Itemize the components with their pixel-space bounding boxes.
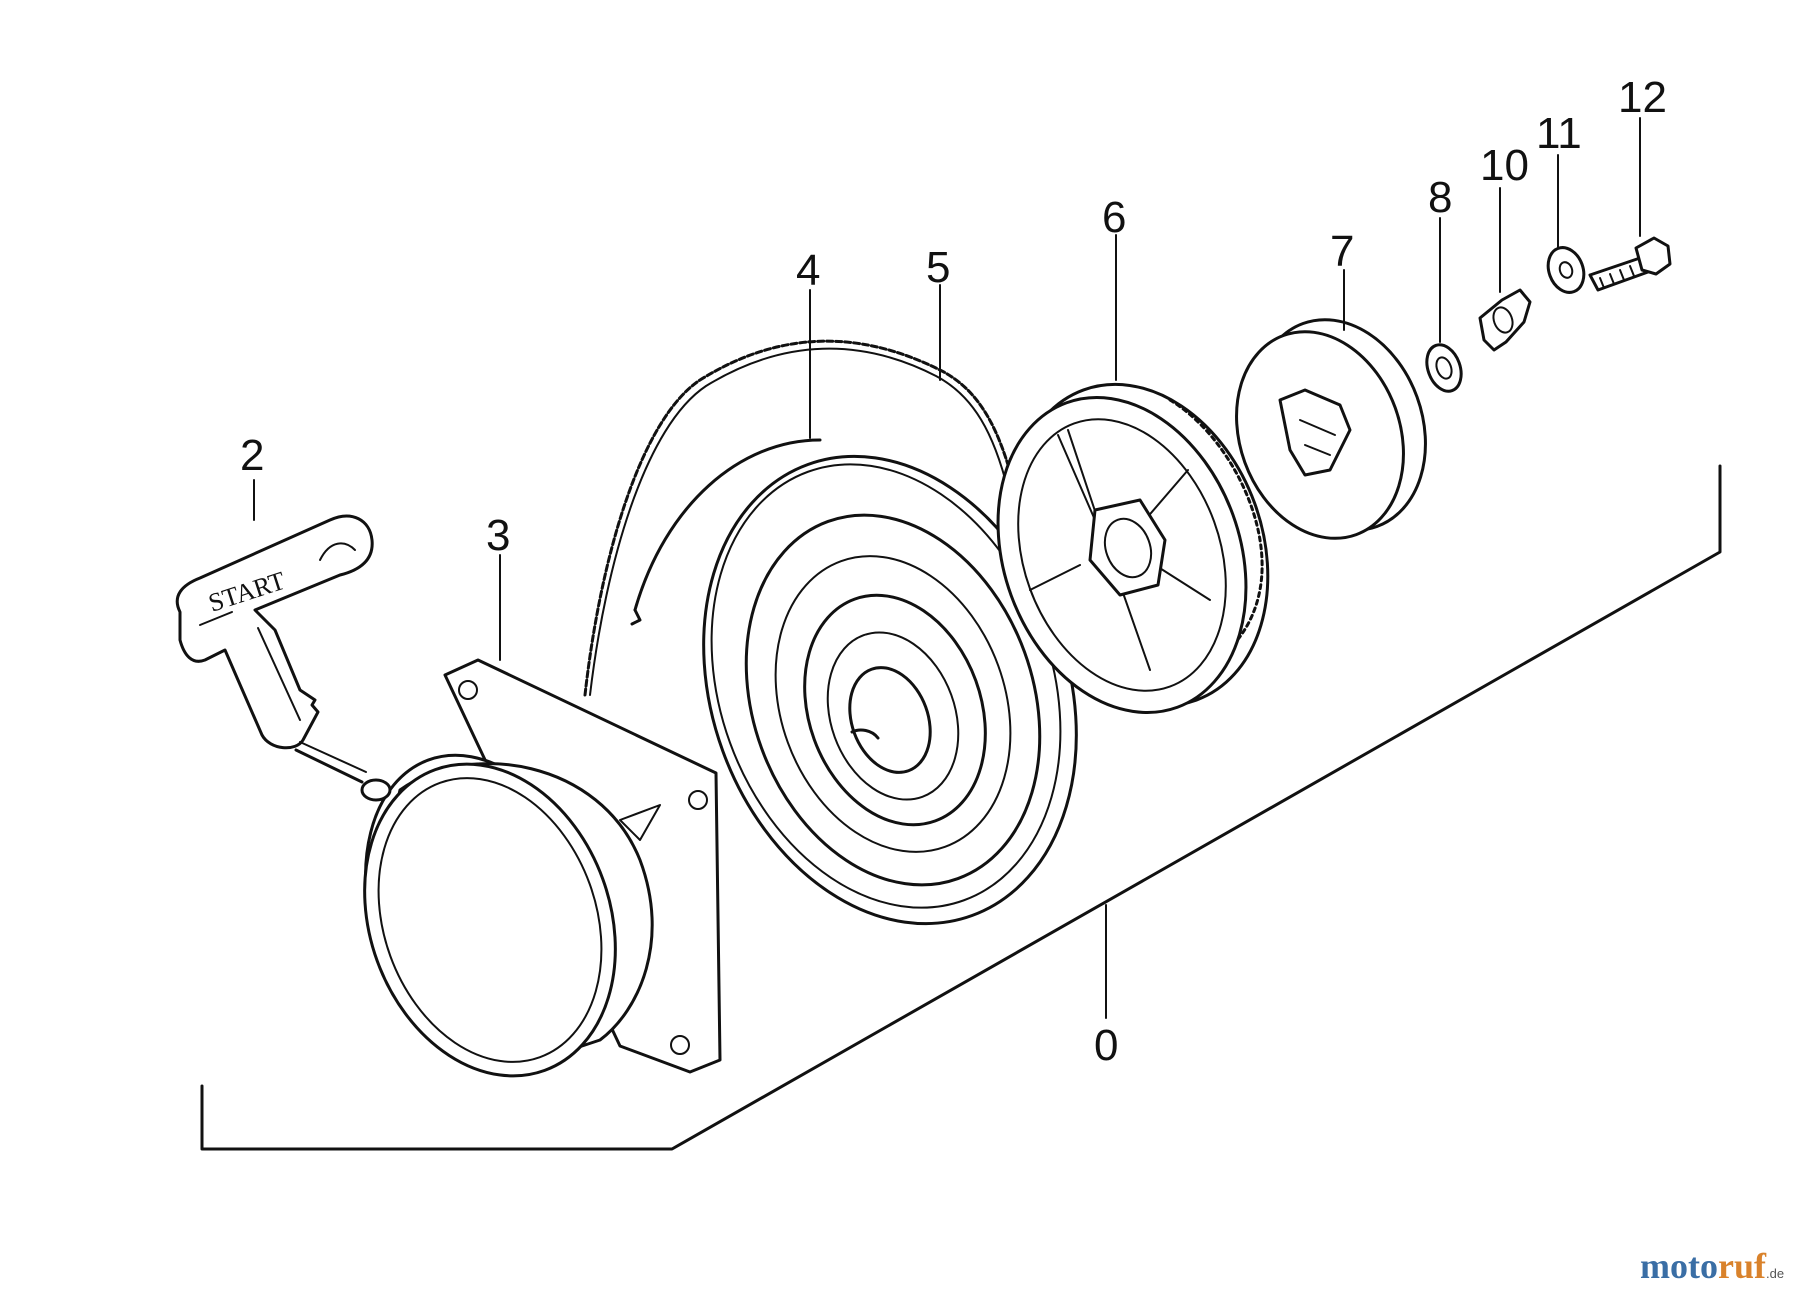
friction-plate-10 [1478,288,1532,352]
callout-2: 2 [240,431,264,480]
recoil-housing [360,658,722,1078]
callout-8: 8 [1428,173,1452,222]
callout-0: 0 [1094,1021,1118,1070]
callout-6: 6 [1102,193,1126,242]
starter-rope [583,339,1017,697]
watermark-logo: motoruf.de [1640,1246,1784,1286]
assembly-bracket [200,464,1722,1151]
callout-3: 3 [486,511,510,560]
rope-pulley [996,382,1270,714]
callout-11: 11 [1536,109,1582,158]
ratchet-hub [1235,318,1427,540]
callout-5: 5 [926,243,950,292]
bolt-12 [1588,236,1672,292]
washer-11 [1546,246,1586,294]
washer-8 [1425,343,1463,393]
callout-4: 4 [796,246,820,295]
callout-12: 12 [1618,73,1667,122]
recoil-spring [630,438,1078,926]
svg-text:motoruf.de: motoruf.de [1640,1246,1784,1286]
callout-10: 10 [1480,141,1529,190]
callout-7: 7 [1330,227,1354,276]
starter-handle: START [175,514,374,784]
